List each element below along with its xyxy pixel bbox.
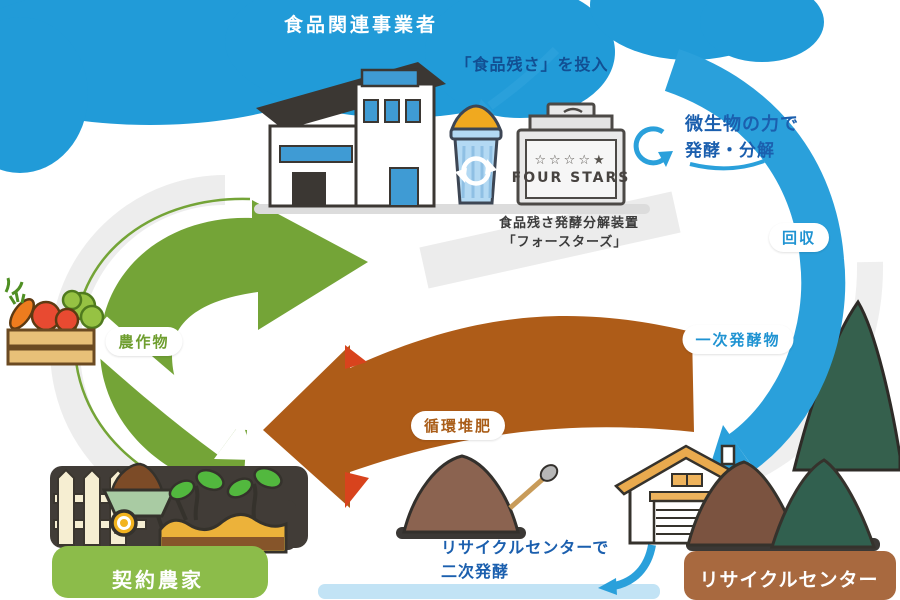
contract-farm-label: 契約農家 <box>112 568 204 592</box>
crops-arrow-body <box>99 200 368 492</box>
machine-stars: ☆☆☆☆★ <box>534 153 608 168</box>
seedling-icon <box>168 468 225 521</box>
warehouse-chimney <box>720 444 736 466</box>
compost-pile-green <box>769 458 877 549</box>
seedling-icon-2 <box>226 466 283 519</box>
collection-arrow-body <box>664 49 846 470</box>
food-business-title: 食品関連事業者 <box>283 14 439 36</box>
cloud-top-left <box>0 0 615 173</box>
carrot-top <box>8 291 26 305</box>
factory-door <box>389 167 419 207</box>
carrot-icon <box>9 298 35 330</box>
machine-caption-line1: 食品残さ発酵分解装置 <box>498 216 640 231</box>
note-swoosh-arrow-icon <box>598 544 656 595</box>
crate-plank-bottom <box>6 347 96 366</box>
cloud-top-right <box>590 0 824 62</box>
gray-band <box>419 191 681 289</box>
sprig-icon <box>4 277 24 296</box>
recycle-center-label-bg <box>684 551 896 600</box>
recycle-center-scene <box>613 444 880 551</box>
flow-label-recycled-compost: 循環堆肥 <box>410 411 506 440</box>
sky-clouds <box>0 0 824 173</box>
factory-roof-cap <box>360 68 420 88</box>
compost-note-line1: リサイクルセンターで <box>441 538 610 557</box>
flow-label-primary-fermented: 一次発酵物 <box>682 325 794 354</box>
process-note-line2: 発酵・分解 <box>685 141 775 161</box>
compost-arrow-accent-top <box>345 345 367 369</box>
ferment-cycle-icon <box>633 126 765 171</box>
crate-plank-top <box>6 328 96 348</box>
note-underline-swoosh <box>689 159 765 171</box>
factory-window-3 <box>405 99 421 123</box>
wheelbarrow-body <box>101 488 177 518</box>
compost-arrow-accent-bottom <box>345 472 369 508</box>
vegetable-crate-icon <box>4 277 105 366</box>
machine-front-panel <box>525 139 617 199</box>
pile-mound <box>402 454 520 534</box>
compost-pile-center <box>396 454 559 539</box>
pale-blue-strip <box>318 584 660 599</box>
factory-illustration <box>256 62 446 208</box>
factory-window-1 <box>363 99 379 123</box>
recycle-center-label: リサイクルセンター <box>699 569 879 591</box>
fermenter-machine <box>516 102 626 206</box>
flow-label-collection: 回収 <box>768 223 830 252</box>
bin-body <box>453 137 499 205</box>
compost-note-line2: 二次発酵 <box>441 562 510 581</box>
wheelbarrow-wheel <box>110 509 138 537</box>
machine-caption-line2: 「フォースターズ」 <box>502 235 628 250</box>
waste-bin-icon <box>449 104 503 205</box>
machine-brand: FOUR STARS <box>511 170 631 186</box>
shovel-handle-icon <box>508 476 546 510</box>
bin-waste-mound <box>449 104 503 131</box>
factory-window-strip <box>279 145 353 163</box>
input-note: 「食品残さ」を投入 <box>455 55 609 74</box>
factory-garage-door <box>292 172 326 206</box>
recycle-symbol-icon <box>455 156 497 186</box>
process-note-line1: 微生物の力で <box>685 114 799 135</box>
farm-scene <box>50 462 308 554</box>
shovel-blade-icon <box>539 464 559 482</box>
factory-window-2 <box>384 99 400 123</box>
flow-label-crops: 農作物 <box>105 327 183 356</box>
wheelbarrow-load <box>110 462 164 492</box>
farm-label-bg <box>52 546 268 598</box>
machine-lid-handle <box>563 107 583 114</box>
